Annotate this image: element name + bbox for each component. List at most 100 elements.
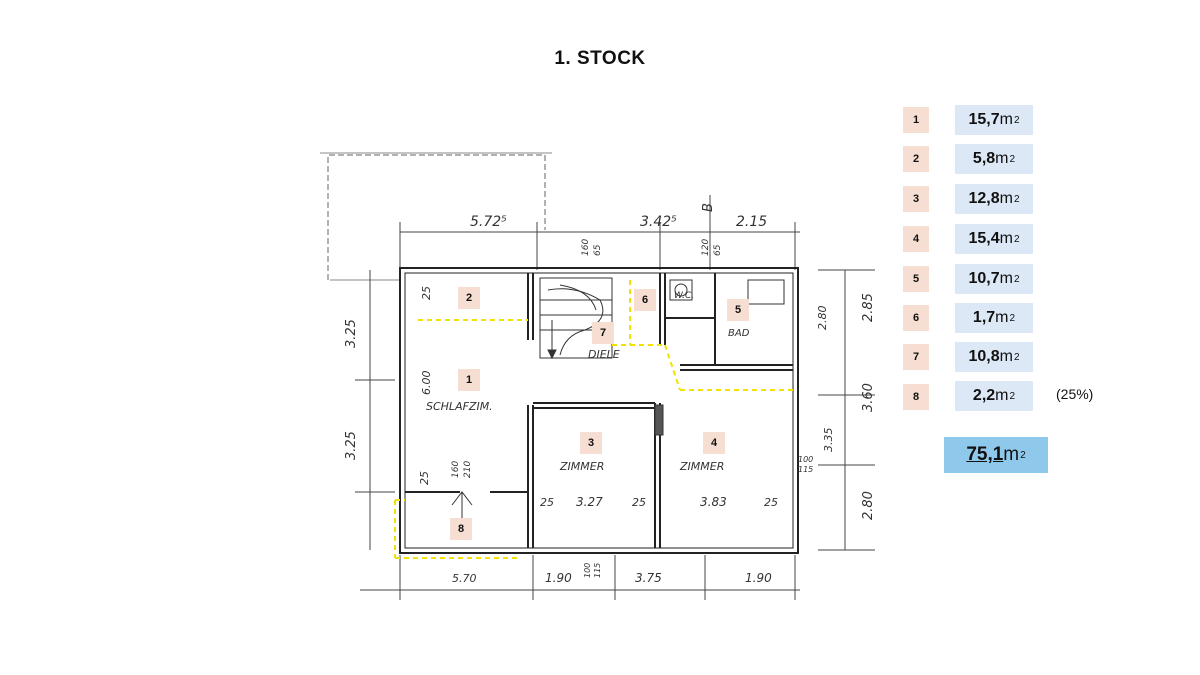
area-value: 12,8 [968, 190, 1000, 207]
room-marker-2: 2 [458, 287, 480, 309]
area-value: 1,7 [972, 309, 996, 326]
room-label-schlafzimmer: SCHLAFZIM. [426, 400, 493, 413]
area-value: 10,8 [968, 348, 1000, 365]
dim-bot-190-b: 1.90 [745, 571, 772, 585]
total-area-value: 75,1 [966, 444, 1004, 465]
area-unit: m [999, 230, 1013, 247]
area-exponent: 2 [1009, 153, 1016, 165]
area-unit: m [999, 348, 1013, 365]
wc-symbol [669, 279, 693, 301]
dim-right-far: 2.85 [861, 293, 876, 322]
area-exponent: 2 [1009, 312, 1016, 324]
dim-mid-25-c: 25 [764, 496, 778, 509]
page-title: 1. STOCK [554, 48, 646, 69]
room-marker-7: 7 [592, 322, 614, 344]
dim-top-3: 2.15 [736, 214, 767, 230]
area-unit: m [999, 270, 1013, 287]
dim-bot-190-a: 1.90 [545, 571, 572, 585]
dim-mid-383: 3.83 [700, 495, 727, 509]
room-marker-6: 6 [634, 289, 656, 311]
dim-right-115: 115 [798, 465, 813, 474]
dim-stair-d: 65 [713, 244, 723, 256]
total-area-unit: m [1003, 444, 1020, 465]
dim-marker-b: B [701, 203, 716, 212]
legend-num-4: 4 [903, 226, 929, 252]
area-unit: m [995, 387, 1009, 404]
legend-num-8: 8 [903, 384, 929, 410]
dim-stair-b: 65 [593, 244, 603, 256]
area-value: 10,7 [968, 270, 1000, 287]
dim-door-160: 160 [451, 461, 461, 478]
dim-wall-25-b: 25 [418, 471, 431, 485]
room-marker-1: 1 [458, 369, 480, 391]
area-value: 2,2 [972, 387, 996, 404]
area-value: 15,7 [968, 111, 1000, 128]
room-label-bad: BAD [728, 328, 750, 339]
dim-right-280: 2.80 [816, 306, 829, 331]
dim-bot-570: 5.70 [452, 572, 477, 585]
dim-top-1: 5.72⁵ [470, 214, 507, 230]
area-exponent: 2 [1013, 114, 1020, 126]
room-label-diele: DIELE [588, 348, 620, 361]
reduction-note: (25%) [1056, 386, 1094, 402]
dim-bot-small-b: 115 [593, 563, 602, 578]
dim-left-2: 3.25 [344, 431, 359, 460]
dim-inner-600: 6.00 [420, 371, 433, 396]
dim-door-210: 210 [463, 461, 473, 478]
room-label-zimmer-left: ZIMMER [559, 460, 604, 473]
area-unit: m [999, 190, 1013, 207]
dim-bot-small-a: 100 [583, 563, 592, 578]
legend-num-1: 1 [903, 107, 929, 133]
room-marker-3: 3 [580, 432, 602, 454]
room-marker-4: 4 [703, 432, 725, 454]
area-exponent: 2 [1013, 273, 1020, 285]
dim-right-100: 100 [798, 455, 813, 464]
area-value: 5,8 [972, 150, 996, 167]
area-exponent: 2 [1009, 390, 1016, 402]
dim-right-360: 3.60 [861, 383, 876, 412]
area-exponent: 2 [1013, 351, 1020, 363]
area-value: 15,4 [968, 230, 1000, 247]
room-marker-8: 8 [450, 518, 472, 540]
legend-num-5: 5 [903, 266, 929, 292]
room-label-wc: W.C. [674, 291, 694, 301]
legend-num-2: 2 [903, 146, 929, 172]
room-label-zimmer-right: ZIMMER [679, 460, 724, 473]
bathtub-symbol [747, 279, 785, 305]
staircase [539, 277, 613, 360]
dim-stair-c: 120 [701, 239, 711, 256]
legend-num-7: 7 [903, 344, 929, 370]
dim-wall-25-a: 25 [420, 286, 433, 300]
dim-mid-327: 3.27 [576, 495, 603, 509]
porch-outline [327, 154, 546, 280]
dim-stair-a: 160 [581, 239, 591, 256]
area-exponent: 2 [1013, 193, 1020, 205]
area-boundaries [394, 280, 793, 559]
dim-mid-25-b: 25 [632, 496, 646, 509]
dim-right-335: 3.35 [822, 428, 835, 453]
dim-right-280b: 2.80 [861, 491, 876, 520]
total-area-exponent: 2 [1020, 449, 1026, 461]
chimney-symbol [654, 404, 664, 436]
dim-bot-375: 3.75 [635, 571, 662, 585]
area-unit: m [999, 111, 1013, 128]
walls [399, 267, 799, 554]
room-marker-5: 5 [727, 299, 749, 321]
legend-num-3: 3 [903, 186, 929, 212]
dim-left-1: 3.25 [344, 319, 359, 348]
area-exponent: 2 [1013, 233, 1020, 245]
area-unit: m [995, 150, 1009, 167]
legend-num-6: 6 [903, 305, 929, 331]
entry-arrow [451, 491, 473, 520]
area-unit: m [995, 309, 1009, 326]
